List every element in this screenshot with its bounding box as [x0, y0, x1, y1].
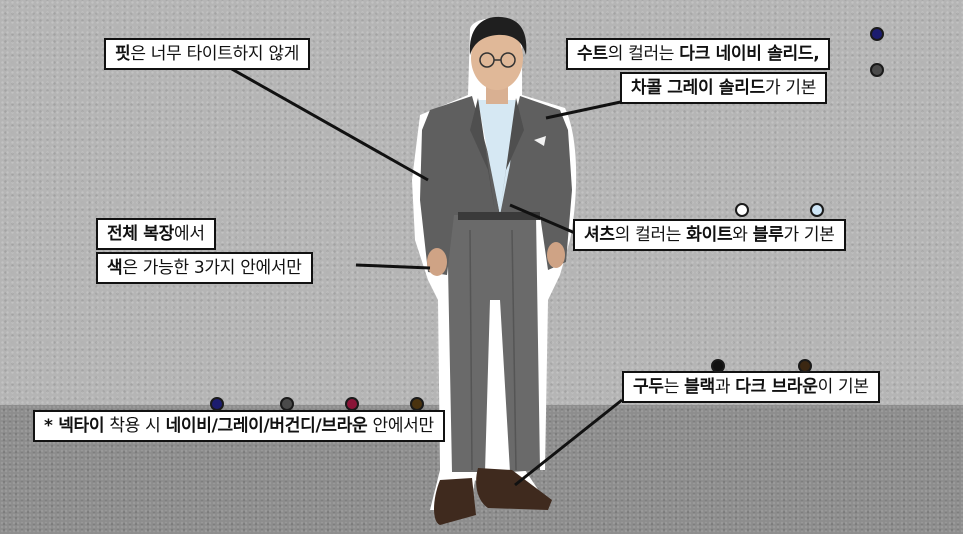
- color-dot-shoes-dark-brown: [798, 359, 812, 373]
- color-dot-suit-charcoal: [870, 63, 884, 77]
- outfit-label-line1: 전체 복장에서: [96, 218, 216, 250]
- outfit-label-line2: 색은 가능한 3가지 안에서만: [96, 252, 313, 284]
- color-dot-shoes-black: [711, 359, 725, 373]
- shoes-color-label: 구두는 블랙과 다크 브라운이 기본: [622, 371, 880, 403]
- shirt-color-label: 셔츠의 컬러는 화이트와 블루가 기본: [573, 219, 846, 251]
- fit-label: 핏은 너무 타이트하지 않게: [104, 38, 311, 70]
- color-dot-suit-navy: [870, 27, 884, 41]
- color-dot-tie-navy: [210, 397, 224, 411]
- color-dot-shirt-white: [735, 203, 749, 217]
- color-dot-shirt-blue: [810, 203, 824, 217]
- color-dot-tie-burgundy: [345, 397, 359, 411]
- color-dot-tie-brown: [410, 397, 424, 411]
- suit-color-label-line1: 수트의 컬러는 다크 네이비 솔리드,: [566, 38, 831, 70]
- color-dot-tie-gray: [280, 397, 294, 411]
- suit-color-label-line2: 차콜 그레이 솔리드가 기본: [620, 72, 828, 104]
- necktie-color-label: * 넥타이 착용 시 네이비/그레이/버건디/브라운 안에서만: [33, 410, 445, 442]
